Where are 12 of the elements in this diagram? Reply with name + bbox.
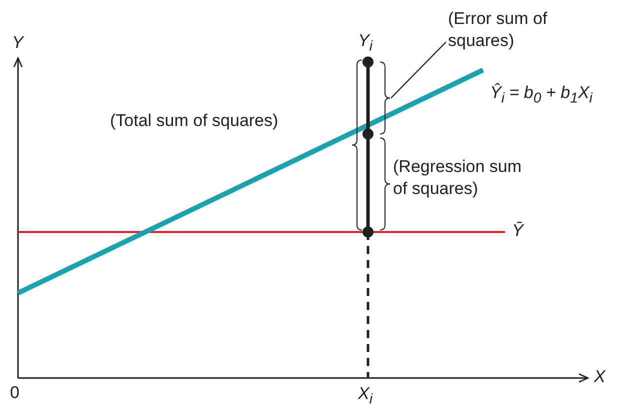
point-label: Y$_{i}$	[358, 30, 372, 56]
mean-label: Ȳ	[512, 220, 524, 242]
curly-brace	[380, 61, 392, 135]
equation-label: Ŷ$_{i}$ = b$_{0}$ + b$_{1}$X$_{i}$	[490, 82, 592, 108]
annotation-text: (Regression sum of squares)	[393, 156, 522, 200]
leader-line	[390, 42, 446, 98]
axis-label: X	[594, 366, 606, 388]
axis-label: Y	[12, 32, 24, 54]
axis-label: X$_{i}$	[358, 383, 372, 405]
annotation-text: (Error sum of squares)	[448, 8, 548, 52]
annotation-text: (Total sum of squares)	[110, 110, 278, 132]
origin-label: 0	[10, 382, 20, 404]
